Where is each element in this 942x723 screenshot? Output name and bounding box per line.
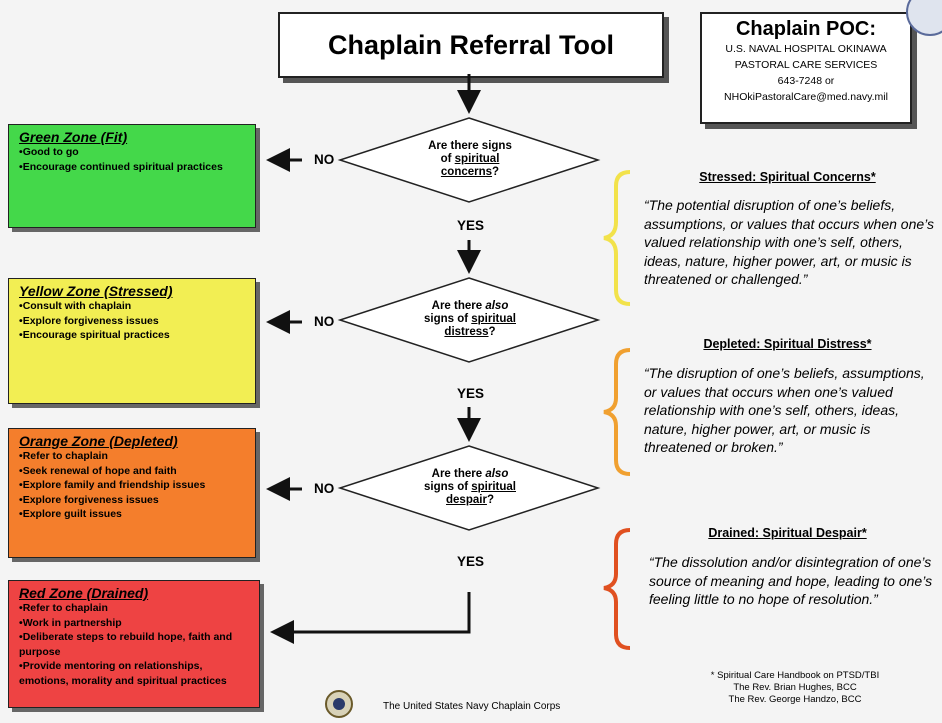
- definition-text-depleted: “The disruption of one’s beliefs, assump…: [644, 365, 925, 455]
- zone-title: Yellow Zone (Stressed): [19, 283, 173, 299]
- zone-item: Good to go: [19, 145, 249, 160]
- decision-diamond-2: [337, 277, 601, 363]
- zone-item: Deliberate steps to rebuild hope, faith …: [19, 630, 253, 659]
- decision-text-2: Are there also signs of spiritual distre…: [400, 300, 540, 339]
- decision-1-line-2: of spiritual: [440, 153, 500, 165]
- zone-item: Explore guilt issues: [19, 507, 249, 522]
- yes-label-2: YES: [457, 386, 485, 401]
- chaplain-corps-seal-icon: [325, 690, 353, 718]
- no-label-3: NO: [314, 481, 335, 496]
- decision-3-line-1: Are there also: [431, 468, 509, 480]
- decision-text-1: Are there signs of spiritual concerns?: [400, 140, 540, 179]
- no-label-1: NO: [314, 152, 335, 167]
- definition-heading-drained: Drained: Spiritual Despair*: [708, 526, 867, 540]
- footer-text: The United States Navy Chaplain Corps: [383, 701, 561, 712]
- poc-email[interactable]: NHOkiPastoralCare@med.navy.mil: [724, 91, 888, 103]
- poc-heading: Chaplain POC:: [735, 18, 876, 40]
- poc-line-1: U.S. NAVAL HOSPITAL OKINAWA: [725, 43, 887, 55]
- orange-zone-box: Orange Zone (Depleted) Refer to chaplain…: [8, 428, 256, 558]
- zone-item: Explore family and friendship issues: [19, 478, 249, 493]
- zone-item: Consult with chaplain: [19, 299, 249, 314]
- decision-2-line-2: signs of spiritual: [423, 313, 516, 325]
- zone-title: Red Zone (Drained): [19, 585, 149, 601]
- zone-title: Green Zone (Fit): [19, 129, 128, 145]
- zone-item: Refer to chaplain: [19, 449, 249, 464]
- brace-stressed: [603, 170, 631, 306]
- yellow-zone-box: Yellow Zone (Stressed) Consult with chap…: [8, 278, 256, 404]
- decision-2-line-3: distress?: [444, 326, 496, 338]
- zone-item: Provide mentoring on relationships, emot…: [19, 659, 253, 688]
- definition-text-stressed: “The potential disruption of one’s belie…: [644, 197, 935, 287]
- zone-item: Work in partnership: [19, 616, 253, 631]
- zone-item: Explore forgiveness issues: [19, 493, 249, 508]
- zone-item: Seek renewal of hope and faith: [19, 464, 249, 479]
- decision-1-line-3: concerns?: [440, 166, 500, 178]
- decision-3-line-2: signs of spiritual: [423, 481, 516, 493]
- decision-text-3: Are there also signs of spiritual despai…: [400, 468, 540, 507]
- decision-diamond-3: [337, 445, 601, 531]
- footnote-line-2: The Rev. Brian Hughes, BCC: [733, 682, 857, 693]
- footnote-line-3: The Rev. George Handzo, BCC: [728, 694, 862, 705]
- yes-label-3: YES: [457, 554, 485, 569]
- yes-label-1: YES: [457, 218, 485, 233]
- poc-phone: 643-7248 or: [777, 75, 835, 87]
- no-label-2: NO: [314, 314, 335, 329]
- definition-heading-stressed: Stressed: Spiritual Concerns*: [699, 170, 876, 184]
- footnote: * Spiritual Care Handbook on PTSD/TBI Th…: [680, 670, 910, 706]
- red-zone-box: Red Zone (Drained) Refer to chaplain Wor…: [8, 580, 260, 708]
- decision-1-line-1: Are there signs: [428, 140, 512, 152]
- definition-text-drained: “The dissolution and/or disintegration o…: [649, 554, 933, 607]
- zone-item: Encourage spiritual practices: [19, 328, 249, 343]
- green-zone-box: Green Zone (Fit) Good to go Encourage co…: [8, 124, 256, 228]
- poc-line-2: PASTORAL CARE SERVICES: [734, 59, 878, 71]
- footnote-line-1: * Spiritual Care Handbook on PTSD/TBI: [710, 670, 880, 681]
- zone-item: Explore forgiveness issues: [19, 314, 249, 329]
- decision-diamond-1: [337, 117, 601, 203]
- decision-2-line-1: Are there also: [431, 300, 509, 312]
- brace-drained: [603, 528, 631, 650]
- zone-item: Encourage continued spiritual practices: [19, 160, 249, 175]
- brace-depleted: [603, 348, 631, 476]
- arrow-left-red: [270, 592, 471, 644]
- page-title: Chaplain Referral Tool: [278, 12, 664, 78]
- zone-item: Refer to chaplain: [19, 601, 253, 616]
- decision-3-line-3: despair?: [446, 494, 494, 506]
- zone-title: Orange Zone (Depleted): [19, 433, 178, 449]
- definition-heading-depleted: Depleted: Spiritual Distress*: [703, 337, 872, 351]
- chaplain-poc-box: Chaplain POC: U.S. NAVAL HOSPITAL OKINAW…: [700, 12, 912, 124]
